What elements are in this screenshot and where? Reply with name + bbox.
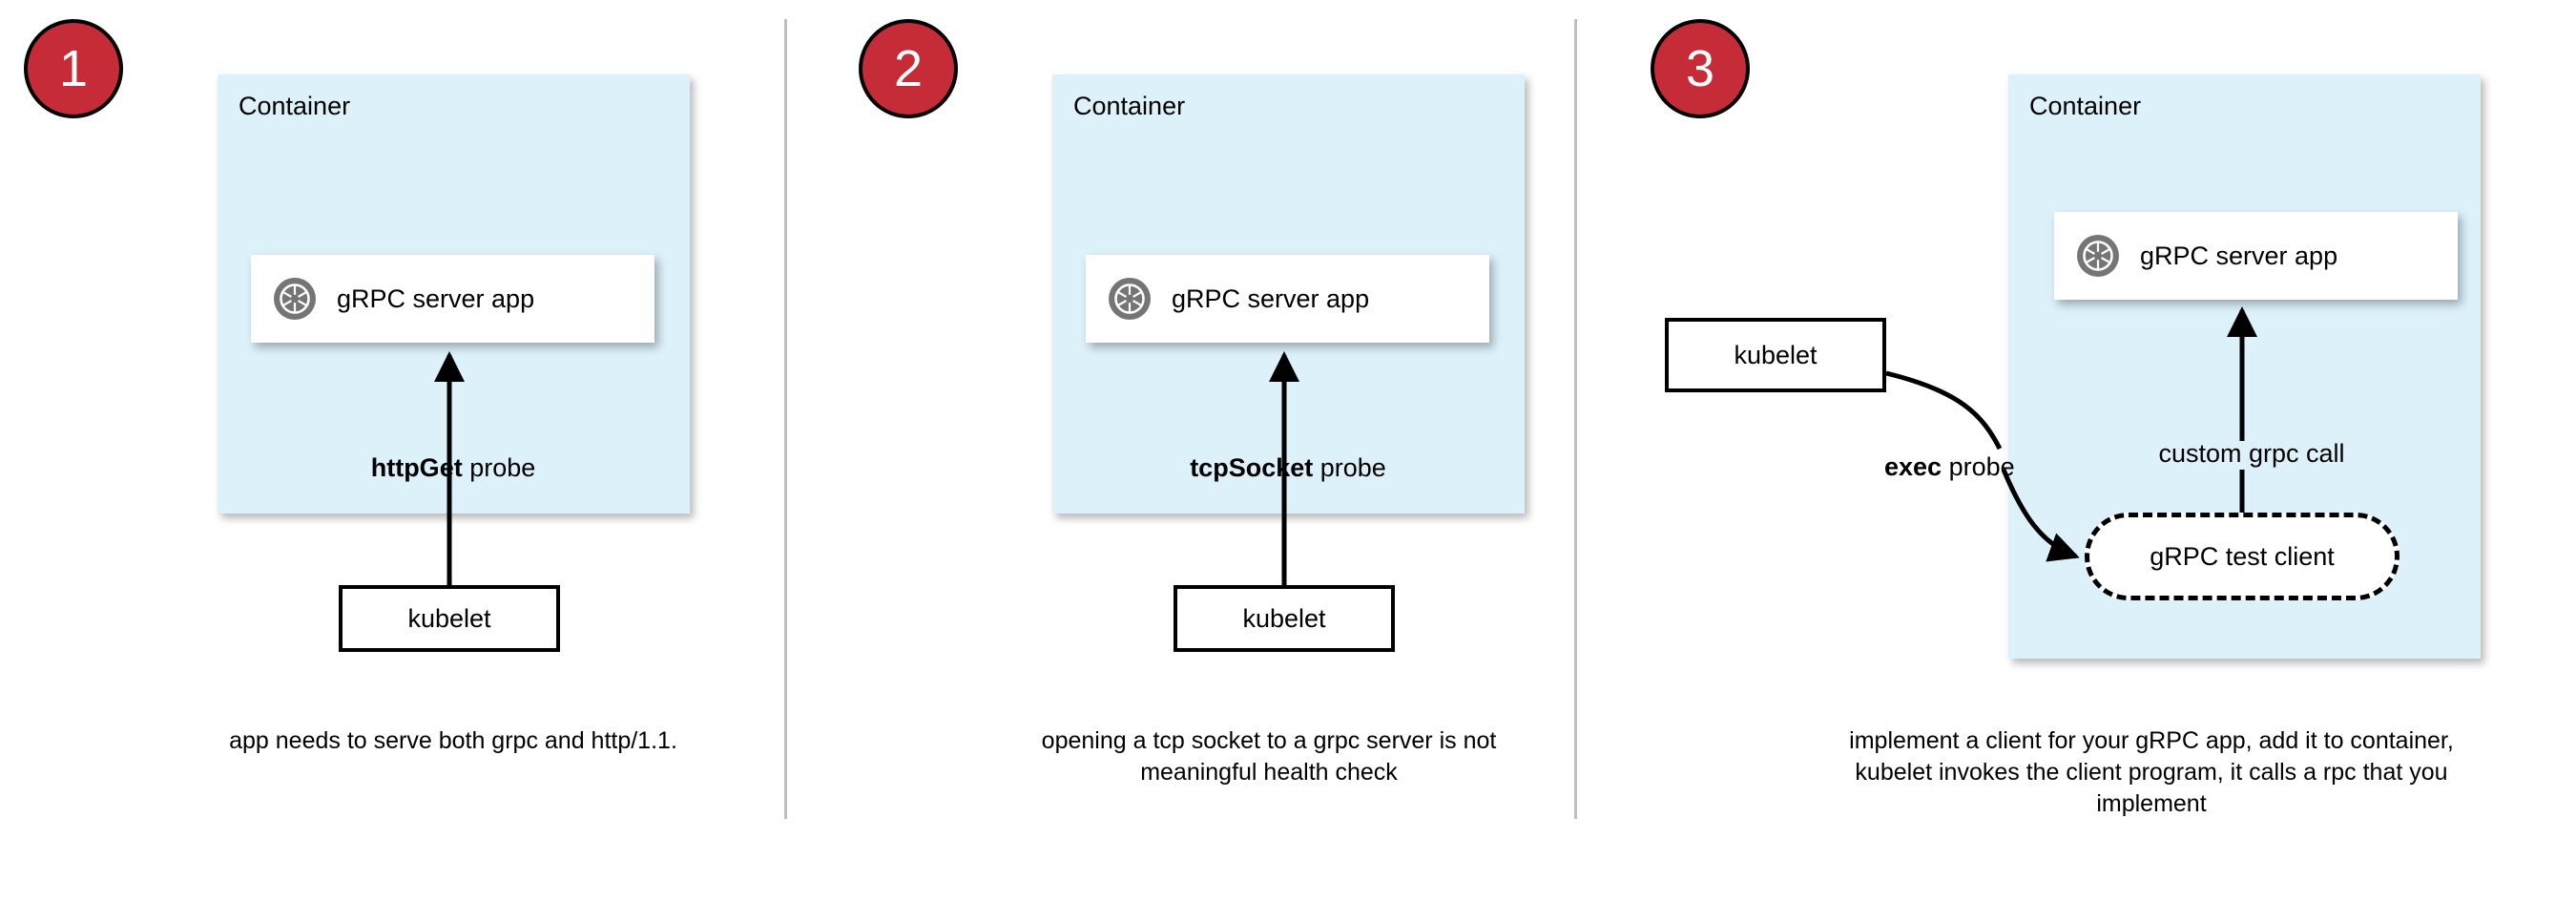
grpc-server-app-label: gRPC server app <box>2140 241 2338 270</box>
grpc-test-client-box: gRPC test client <box>2085 513 2399 600</box>
grpc-server-app-card-1: gRPC server app <box>251 255 654 343</box>
grpc-aperture-icon <box>1107 276 1153 322</box>
kubelet-box-1: kubelet <box>339 585 560 652</box>
step-number-label: 2 <box>893 40 924 97</box>
exec-probe-arrow <box>1885 370 2003 451</box>
container-label: Container <box>1073 92 1186 120</box>
probe-type-bold: exec <box>1884 452 1942 481</box>
panel-caption-3: implement a client for your gRPC app, ad… <box>1849 727 2454 817</box>
grpc-server-app-label: gRPC server app <box>337 283 535 313</box>
step-number-label: 1 <box>58 40 89 97</box>
kubelet-label: kubelet <box>407 603 491 633</box>
container-label: Container <box>239 92 351 120</box>
kubelet-box-2: kubelet <box>1174 585 1395 652</box>
probe-word: probe <box>1942 452 2015 481</box>
container-box-3: Container <box>2008 74 2481 659</box>
custom-grpc-call-label: custom grpc call <box>2158 439 2345 468</box>
grpc-server-app-label: gRPC server app <box>1172 283 1370 313</box>
tcpsocket-probe-label: tcpSocket probe <box>1154 453 1422 483</box>
grpc-server-app-card-2: gRPC server app <box>1086 255 1489 343</box>
step-badge-1: 1 <box>24 19 123 118</box>
grpc-test-client-label: gRPC test client <box>2150 541 2335 571</box>
probe-word: probe <box>462 453 536 482</box>
probe-word: probe <box>1313 453 1386 482</box>
kubelet-label: kubelet <box>1242 603 1326 633</box>
step-number-label: 3 <box>1685 40 1715 97</box>
grpc-aperture-icon <box>272 276 318 322</box>
step-badge-2: 2 <box>859 19 958 118</box>
probe-type-bold: tcpSocket <box>1190 453 1314 482</box>
panel-divider-2 <box>1574 19 1577 819</box>
exec-probe-label: exec probe <box>1884 452 2113 482</box>
kubelet-box-3: kubelet <box>1665 318 1886 392</box>
grpc-aperture-icon <box>2075 233 2121 279</box>
container-label: Container <box>2029 92 2142 120</box>
step-badge-3: 3 <box>1651 19 1750 118</box>
panel-divider-1 <box>784 19 787 819</box>
kubelet-label: kubelet <box>1734 340 1818 369</box>
probe-type-bold: httpGet <box>370 453 463 482</box>
panel-caption-1: app needs to serve both grpc and http/1.… <box>229 727 677 754</box>
panel-caption-2: opening a tcp socket to a grpc server is… <box>1041 727 1497 786</box>
grpc-server-app-card-3: gRPC server app <box>2054 212 2458 300</box>
httpget-probe-label: httpGet probe <box>339 453 568 483</box>
